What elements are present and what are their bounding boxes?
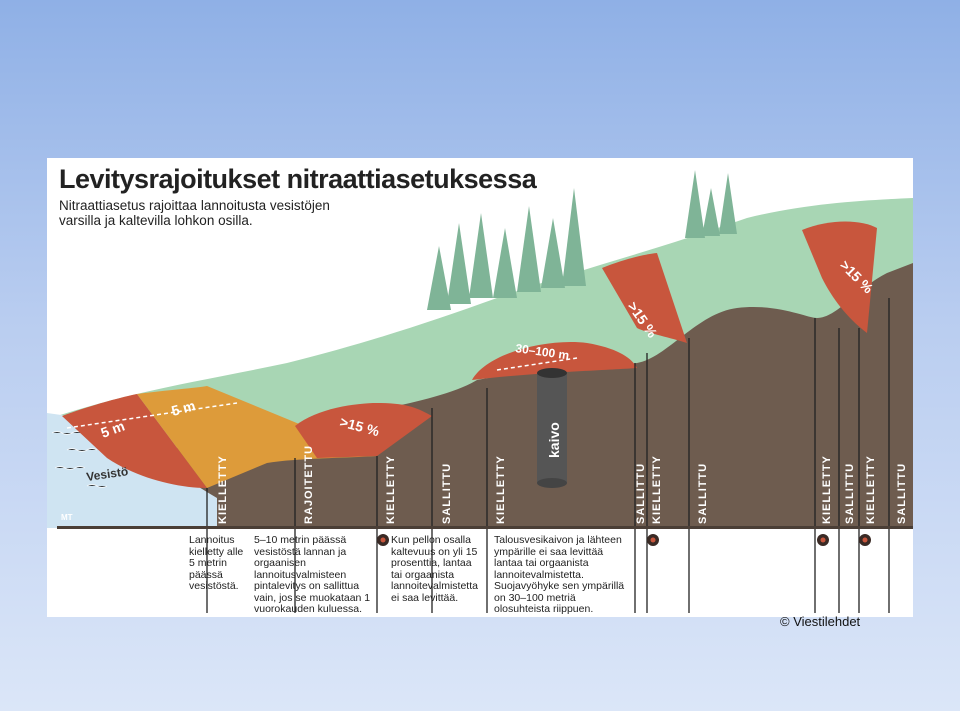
note-restricted-zone: 5–10 metrin päässä vesistöstä lannan ja … [254,534,371,615]
water-label: Vesistö [85,464,129,484]
note-well: Talousvesikaivon ja lähteen ympärille ei… [494,534,625,615]
zone-label-2: RAJOITETTU [303,444,315,524]
zone-label-11: KIELLETTY [865,455,877,524]
zone-label-12: SALLITTU [896,462,908,524]
well-label: kaivo [546,422,562,458]
zone-label-3: KIELLETTY [385,455,397,524]
water-waves [51,431,108,488]
note-markers [377,534,871,546]
note-water-buffer: Lannoitus kielletty alle 5 metrin päässä… [189,534,244,592]
landscape-illustration: 5 m 5 m >15 % 30–100 m >15 % >15 % Vesis… [47,170,913,613]
zone-dividers [206,298,890,613]
copyright-text: © Viestilehdet [780,614,861,629]
zone-label-5: KIELLETTY [495,455,507,524]
slope-zone-1 [295,403,432,458]
figure-subtitle: Nitraattiasetus rajoittaa lannoitusta ve… [59,198,330,228]
note-slope: Kun pellon osalla kaltevuus on yli 15 pr… [391,534,478,604]
slope-zone-3 [802,221,877,333]
zone-label-6: SALLITTU [635,462,647,524]
slope-zone-2 [602,253,687,343]
band1-label: 5 m [99,418,127,441]
zone-label-1: KIELLETTY [217,455,229,524]
zone-label-9: KIELLETTY [821,455,833,524]
zone-label-4: SALLITTU [441,462,453,524]
zone-label-7: KIELLETTY [651,455,663,524]
band2-label: 5 m [170,397,197,419]
figure-title: Levitysrajoitukset nitraattiasetuksessa [59,164,537,194]
well-shaft [537,373,567,483]
diagram-figure: 5 m 5 m >15 % 30–100 m >15 % >15 % Vesis… [47,158,913,617]
mt-label: MT [61,513,73,522]
band-5m-restricted [137,386,377,488]
zone-label-8: SALLITTU [697,462,709,524]
zone-label-10: SALLITTU [844,462,856,524]
band-5m-forbidden [62,394,207,488]
forest-trees [427,170,737,310]
